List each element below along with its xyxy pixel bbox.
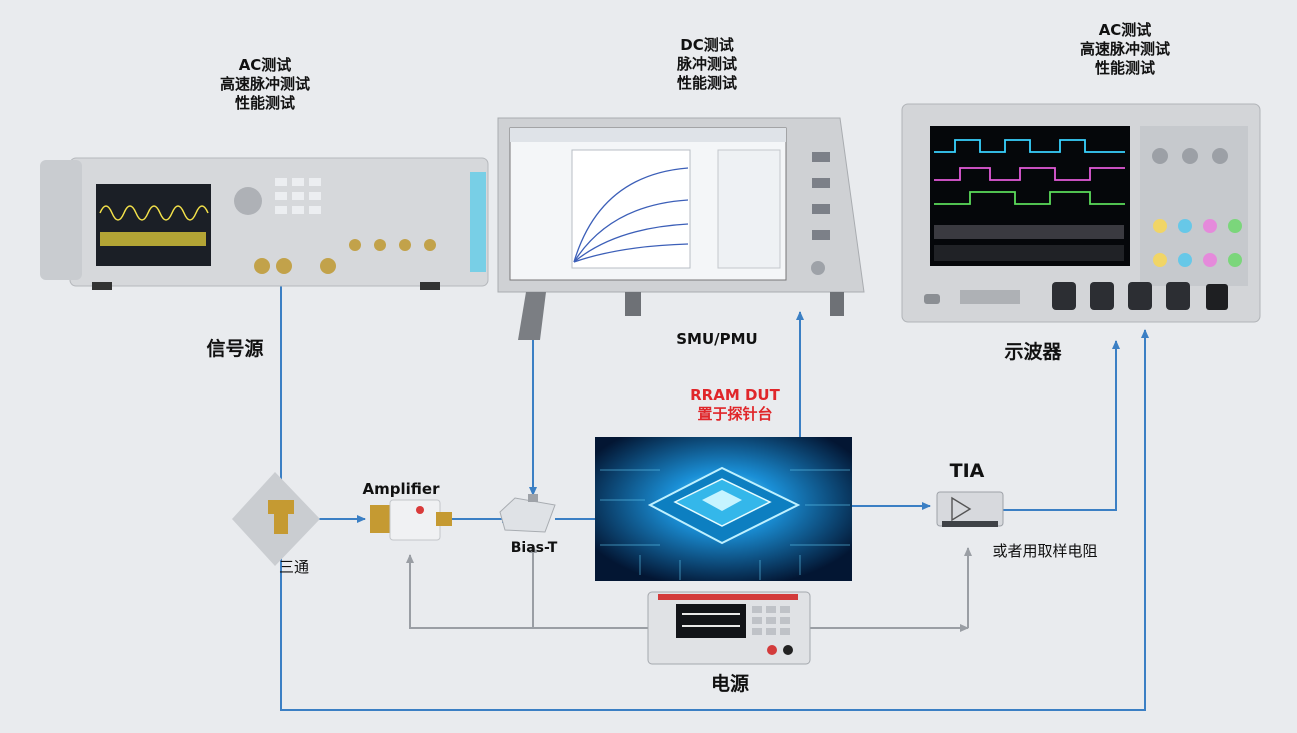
bias-tee-device bbox=[499, 494, 556, 533]
rram-dut-chip bbox=[595, 437, 852, 581]
signal-source-caption: AC测试 高速脉冲测试 性能测试 bbox=[219, 56, 310, 112]
tia-note: 或者用取样电阻 bbox=[992, 542, 1098, 560]
smu-caption: DC测试 脉冲测试 性能测试 bbox=[676, 36, 737, 92]
tia-device bbox=[936, 491, 1004, 527]
power-supply-label: 电源 bbox=[710, 673, 749, 695]
bias-tee-label: Bias-T bbox=[510, 540, 558, 556]
smu-pmu-device bbox=[497, 117, 865, 340]
scope-caption: AC测试 高速脉冲测试 性能测试 bbox=[1079, 21, 1170, 77]
tee-label: 三通 bbox=[278, 558, 309, 576]
dut-caption: RRAM DUT 置于探针台 bbox=[690, 386, 780, 423]
oscilloscope-device bbox=[901, 103, 1261, 323]
wire-power-to-amplifier bbox=[406, 554, 648, 629]
tee-connector-device bbox=[232, 472, 320, 566]
power-supply-device bbox=[647, 591, 811, 665]
scope-label: 示波器 bbox=[1004, 341, 1062, 363]
amplifier-label: Amplifier bbox=[362, 480, 440, 498]
wire-tee-to-scope bbox=[280, 329, 1149, 711]
smu-label: SMU/PMU bbox=[676, 330, 758, 348]
amplifier-device bbox=[370, 499, 452, 541]
signal-generator-device bbox=[40, 157, 489, 290]
wire-tia-to-scope bbox=[1003, 340, 1120, 511]
tia-label: TIA bbox=[949, 460, 985, 482]
signal-source-label: 信号源 bbox=[206, 338, 264, 360]
